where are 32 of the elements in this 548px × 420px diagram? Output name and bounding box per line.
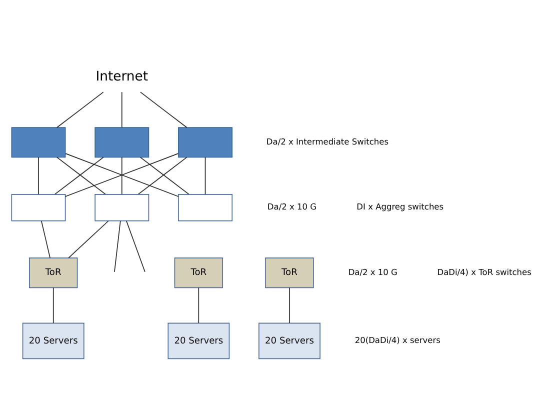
connector [140,91,188,128]
label: 20(DaDi/4) x servers [354,334,440,345]
node-box: ToR [265,257,314,288]
connector [126,220,146,272]
node-box [94,126,150,158]
label: DI x Aggreg switches [356,201,444,212]
connector [56,91,104,128]
node-box [11,193,66,221]
node-box [11,126,66,158]
connector [121,91,122,128]
node-box [178,193,233,221]
node-box: 20 Servers [168,322,230,359]
node-box: 20 Servers [258,322,320,359]
connector [121,156,122,194]
connector [114,220,121,272]
label: DaDi/4) x ToR switches [437,266,532,276]
node-box [94,193,150,221]
connector [289,286,290,323]
connector [204,156,206,194]
connector [52,286,54,323]
node-box: 20 Servers [22,322,84,359]
connector [198,286,200,323]
node-box: ToR [174,257,224,288]
node-box: ToR [29,257,78,288]
node-text: Internet [96,68,148,84]
label: Da/2 x 10 G [267,201,316,212]
connector [68,220,109,258]
connector [38,156,39,194]
connector [41,220,50,258]
label: Da/2 x Intermediate Switches [266,136,388,146]
node-box [178,126,233,158]
label: Da/2 x 10 G [348,266,398,276]
